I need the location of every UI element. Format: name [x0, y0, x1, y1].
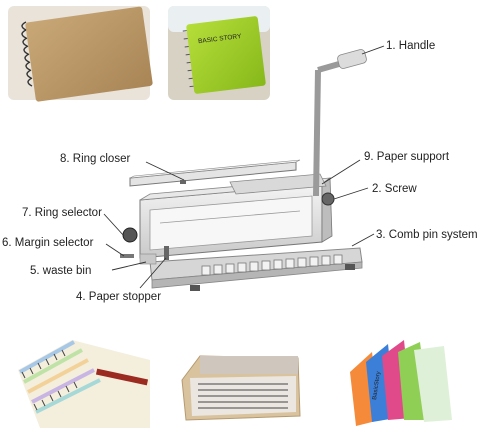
comb-pin-slots — [201, 254, 343, 276]
label-paper-stopper: 4. Paper stopper — [76, 291, 161, 303]
label-paper-support: 9. Paper support — [364, 151, 450, 163]
comb-box-photo — [181, 355, 301, 421]
leader-lines — [103, 45, 385, 289]
label-screw: 2. Screw — [372, 183, 417, 195]
kraft-notebook-photo — [8, 6, 153, 102]
label-handle: 1. Handle — [386, 40, 435, 52]
spiral-binding — [21, 21, 33, 87]
label-waste-bin: 5. waste bin — [30, 265, 91, 277]
bound-documents-photo — [18, 340, 150, 428]
comb-rows — [198, 383, 288, 409]
part-labels: 1. Handle 2. Screw 3. Comb pin system 4.… — [2, 40, 478, 303]
label-comb-pin-system: 3. Comb pin system — [376, 229, 478, 241]
green-notebook-photo: BASIC STORY — [168, 6, 270, 100]
label-ring-closer: 8. Ring closer — [60, 153, 130, 165]
label-margin-selector: 6. Margin selector — [2, 237, 94, 249]
label-ring-selector: 7. Ring selector — [22, 207, 102, 219]
binding-machine — [120, 49, 367, 291]
colorful-notebooks-photo: BasicStory — [350, 340, 452, 426]
notebook-spine-text: BasicStory — [372, 371, 382, 400]
